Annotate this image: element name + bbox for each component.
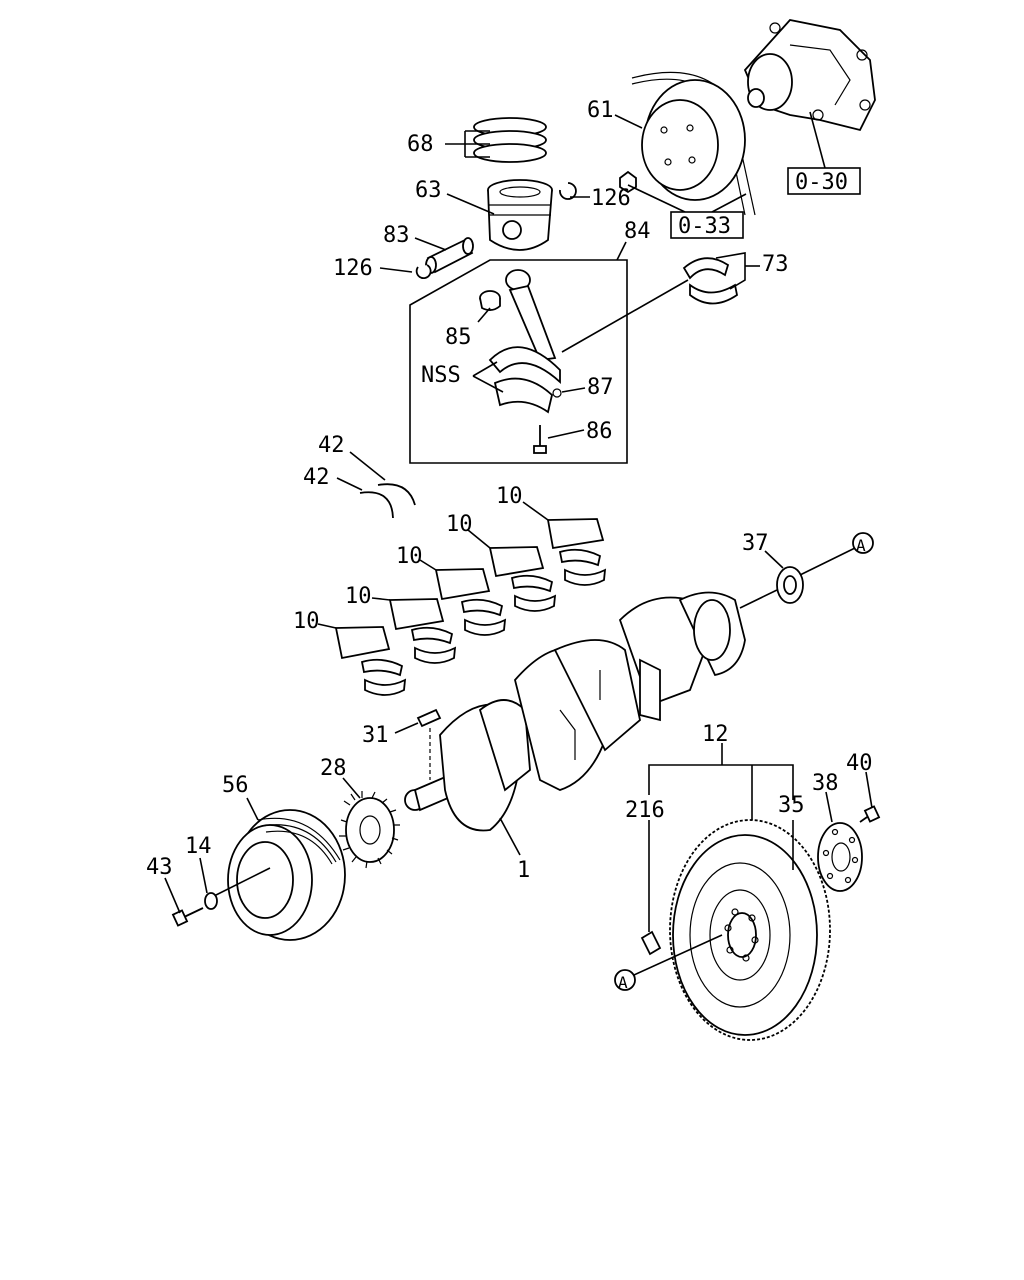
crankshaft-1 [404, 591, 746, 832]
piston-pin-83 [425, 237, 474, 274]
callout-14: 14 [185, 834, 212, 859]
callout-10-5: 10 [293, 609, 320, 634]
callout-12: 12 [702, 722, 729, 747]
rod-bolt-86 [533, 425, 547, 454]
callout-126-left: 126 [333, 256, 373, 281]
marker-a-top [852, 532, 874, 554]
small-end-bushing-85 [479, 290, 501, 311]
callout-1: 1 [517, 858, 530, 883]
water-pump [743, 19, 876, 132]
flywheel-bolt-40 [859, 805, 881, 823]
washer-14 [204, 892, 218, 910]
rod-bearing-73 [682, 257, 738, 305]
crank-bolt-43 [171, 907, 204, 927]
callout-10-1: 10 [496, 484, 523, 509]
ref-0-30-label: 0-30 [795, 170, 848, 195]
piston-rings-68 [473, 117, 547, 163]
callout-85: 85 [445, 325, 472, 350]
callout-73: 73 [762, 252, 789, 277]
callout-126-right: 126 [591, 186, 631, 211]
callout-42-lower: 42 [303, 465, 330, 490]
callout-43: 43 [146, 855, 173, 880]
callout-37: 37 [742, 531, 769, 556]
pilot-bearing-37 [776, 566, 804, 604]
callout-31: 31 [362, 723, 389, 748]
timing-gear-28 [339, 791, 400, 869]
callout-10-4: 10 [345, 584, 372, 609]
marker-a-top-label: A [856, 536, 866, 555]
callout-86: 86 [586, 419, 613, 444]
flywheel-plate-38 [817, 822, 863, 892]
main-bearings-10 [334, 518, 607, 696]
marker-a-bottom [614, 969, 636, 991]
callout-42-upper: 42 [318, 433, 345, 458]
pilot-bushing-216 [640, 930, 662, 956]
callout-40: 40 [846, 751, 873, 776]
callout-10-3: 10 [396, 544, 423, 569]
piston-63 [487, 179, 553, 251]
ref-box-0-30 [787, 167, 861, 195]
callout-28: 28 [320, 756, 347, 781]
callout-56: 56 [222, 773, 249, 798]
flywheel-12 [669, 819, 831, 1041]
rod-nut [552, 388, 562, 398]
snap-ring-126-left [415, 264, 432, 280]
callout-83: 83 [383, 223, 410, 248]
thrust-washers-42 [359, 483, 416, 519]
callout-216: 216 [625, 798, 665, 823]
crank-damper-pulley-56 [227, 809, 346, 941]
ref-box-0-33 [670, 211, 744, 239]
woodruff-key-31 [416, 708, 442, 728]
callout-63: 63 [415, 178, 442, 203]
callout-35: 35 [778, 793, 805, 818]
callout-87: 87 [587, 375, 614, 400]
crank-pulley-61 [619, 79, 746, 201]
label-nss: NSS [421, 363, 461, 388]
callout-84: 84 [624, 219, 651, 244]
callout-61: 61 [587, 98, 614, 123]
marker-a-bottom-label: A [618, 973, 628, 992]
callout-68: 68 [407, 132, 434, 157]
callout-10-2: 10 [446, 512, 473, 537]
ref-0-33-label: 0-33 [678, 214, 731, 239]
connecting-rod-assembly-box [409, 259, 628, 464]
connecting-rod [488, 269, 561, 414]
callout-38: 38 [812, 771, 839, 796]
